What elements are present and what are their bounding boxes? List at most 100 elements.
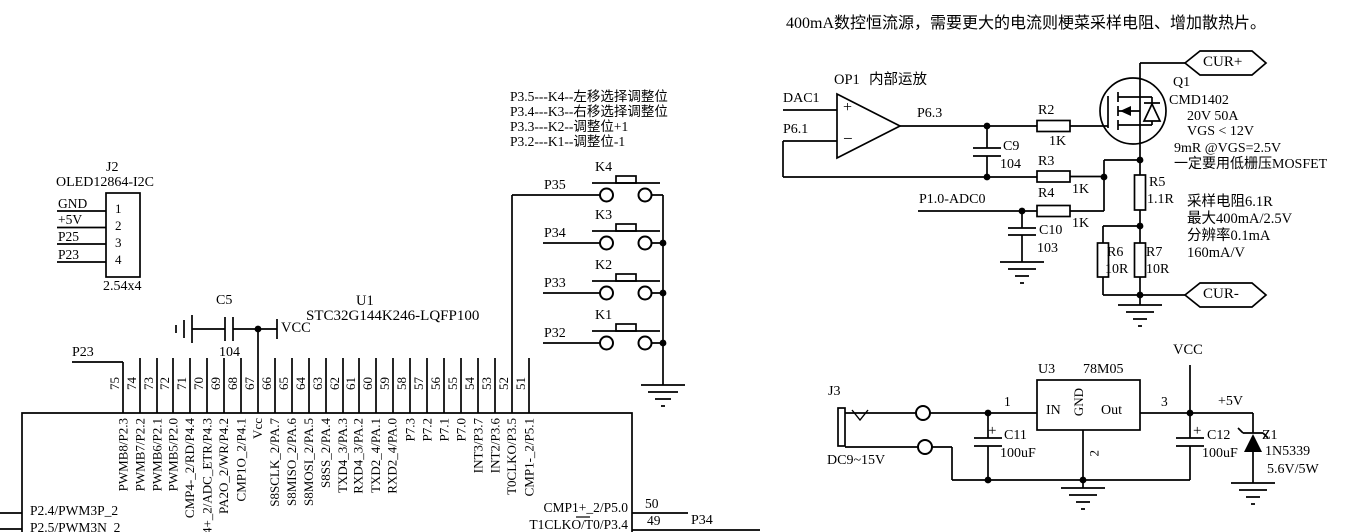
pin-number-50: 50 — [645, 496, 659, 511]
pin-label: CMP4+_2/ADC_ETR/P4.3 — [199, 418, 214, 532]
r2-ref: R2 — [1038, 103, 1055, 118]
j3-ref: J3 — [828, 384, 841, 399]
pin-label: P7.1 — [436, 418, 451, 442]
pin-number: 66 — [259, 377, 274, 390]
port-flag-cur-plus: CUR+ — [1203, 54, 1243, 70]
net-label-p35: P35 — [544, 178, 566, 193]
pin-number: 61 — [343, 377, 358, 390]
net-label-5v: +5V — [1218, 394, 1244, 409]
u3-part: 78M05 — [1083, 362, 1124, 377]
c12-polarity: + — [1193, 423, 1202, 439]
pin-number: 56 — [428, 377, 443, 390]
j2-pin-5v: +5V — [58, 212, 83, 227]
j2-num-3: 3 — [115, 235, 122, 250]
sense-note-1: 采样电阻6.1R — [1187, 194, 1273, 210]
q1-part: CMD1402 — [1169, 93, 1229, 108]
j2-ref: J2 — [106, 160, 119, 175]
u3-num-1: 1 — [1004, 394, 1011, 409]
pin-label-p25: P2.5/PWM3N_2 — [30, 520, 121, 532]
c10-value: 103 — [1037, 241, 1058, 256]
j2-num-1: 1 — [115, 201, 122, 216]
u3-num-2: 2 — [1086, 450, 1101, 457]
pin-number: 74 — [124, 377, 139, 390]
c12-ref: C12 — [1207, 428, 1231, 443]
pin-number: 60 — [360, 377, 375, 390]
pin-number: 55 — [445, 377, 460, 390]
pin-label: S8SCLK_2/PA.7 — [267, 418, 282, 507]
port-flag-cur-minus: CUR- — [1203, 286, 1239, 302]
net-label-p33: P33 — [544, 276, 566, 291]
key-ref-k1: K1 — [595, 308, 613, 323]
pin-label: S8MOSI_2/PA.5 — [301, 418, 316, 507]
pin-number: 69 — [208, 377, 223, 390]
pin-label: INT3/P3.7 — [470, 418, 485, 474]
keymap-line-4: P3.2---K1--调整位-1 — [510, 134, 626, 149]
net-label-p34-key: P34 — [544, 226, 566, 241]
pin-number: 63 — [310, 377, 325, 390]
q1-spec-3: 9mR @VGS=2.5V — [1174, 141, 1282, 156]
sense-note-2: 最大400mA/2.5V — [1187, 211, 1293, 227]
key-ref-k2: K2 — [595, 258, 613, 273]
r7-value: 10R — [1146, 262, 1170, 277]
pin-number: 73 — [141, 377, 156, 390]
pin-label: P7.0 — [453, 418, 468, 442]
pin-label: CMP4-_2/RD/P4.4 — [182, 418, 197, 519]
pin-label: PA2O_2/WR/P4.2 — [216, 418, 231, 514]
pin-label: CMP1-_2/P5.1 — [521, 418, 536, 497]
pin-label-49: T1CLKO/T0/P3.4 — [529, 517, 628, 532]
pin-label: P7.3 — [402, 418, 417, 442]
u1-ref: U1 — [356, 293, 374, 309]
pin-label: TXD2_4/PA.1 — [368, 418, 383, 494]
c5-ref: C5 — [216, 293, 233, 308]
q1-spec-2: VGS < 12V — [1187, 124, 1255, 139]
pin-label: PWMB8/P2.3 — [115, 418, 130, 492]
net-label-p32: P32 — [544, 326, 566, 341]
c12-value: 100uF — [1202, 446, 1238, 461]
u1-part: STC32G144K246-LQFP100 — [306, 308, 480, 324]
c11-value: 100uF — [1000, 446, 1036, 461]
pin-number: 68 — [225, 377, 240, 390]
pin-label: PWMB7/P2.2 — [132, 418, 147, 492]
pin-label: RXD2_4/PA.0 — [385, 418, 400, 494]
pin-number: 64 — [293, 377, 308, 390]
pin-label: Vcc — [250, 418, 265, 439]
q1-ref: Q1 — [1173, 75, 1191, 90]
note-top: 400mA数控恒流源，需要更大的电流则梗菜采样电阻、增加散热片。 — [786, 15, 1267, 32]
u3-ref: U3 — [1038, 362, 1056, 377]
z1-rating: 5.6V/5W — [1267, 462, 1319, 477]
pin-number-49: 49 — [647, 513, 661, 528]
pin-label: RXD4_3/PA.2 — [351, 418, 366, 494]
c9-value: 104 — [1000, 157, 1021, 172]
net-label-p34: P34 — [691, 513, 713, 528]
net-label-p61: P6.1 — [783, 122, 809, 137]
r5-value: 1.1R — [1147, 192, 1174, 207]
opamp-desc: 内部运放 — [869, 72, 927, 88]
pin-number: 67 — [242, 377, 257, 390]
net-label-dac1: DAC1 — [783, 91, 820, 106]
z1-part: 1N5339 — [1265, 444, 1311, 459]
pin-label: T0CLKO/P3.5 — [504, 418, 519, 495]
u3-pin-out: Out — [1101, 403, 1122, 418]
r7-ref: R7 — [1146, 245, 1163, 260]
u3-num-3: 3 — [1161, 394, 1168, 409]
key-ref-k3: K3 — [595, 208, 613, 223]
r6-ref: R6 — [1107, 245, 1124, 260]
net-label-p23: P23 — [72, 345, 94, 360]
r4-ref: R4 — [1038, 186, 1055, 201]
pin-label-p24: P2.4/PWM3P_2 — [30, 503, 119, 518]
c11-polarity: + — [988, 423, 997, 439]
pin-number: 75 — [107, 377, 122, 390]
pin-number: 59 — [377, 377, 392, 390]
z1-ref: Z1 — [1262, 428, 1278, 443]
r4-value: 1K — [1072, 216, 1090, 231]
pin-number: 62 — [327, 377, 342, 390]
j2-footprint: 2.54x4 — [103, 279, 142, 294]
r3-value: 1K — [1072, 182, 1090, 197]
vcc-port-label: VCC — [281, 320, 311, 336]
pin-label-50: CMP1+_2/P5.0 — [543, 500, 628, 515]
keymap-line-3: P3.3---K2--调整位+1 — [510, 119, 629, 134]
pin-number: 72 — [157, 377, 172, 390]
pin-label: PWMB5/P2.0 — [165, 418, 180, 492]
